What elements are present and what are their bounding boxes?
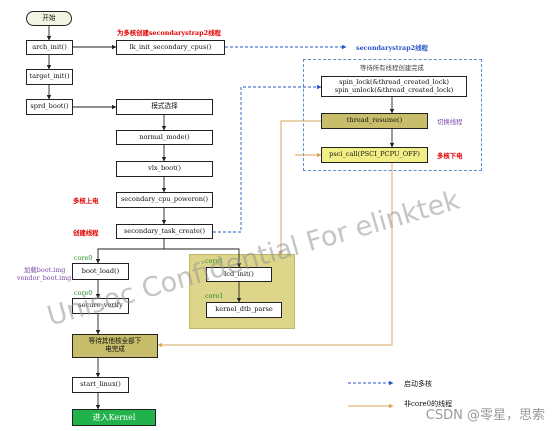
vlx-boot-node: vlx_boot() [116, 161, 213, 177]
spin-lock-label: spin_lock(&thread_created_lock) [339, 77, 449, 86]
csdn-credit: CSDN @零星，思索 [425, 408, 545, 423]
thread-resume-node: thread_resume() [321, 113, 428, 129]
create-secondarystrap2-note: 为多核创建secondarystrap2线程 [117, 29, 221, 37]
spin-lock-node: spin_lock(&thread_created_lock) spin_unl… [321, 76, 467, 97]
boot-load-node: boot_load() [72, 263, 129, 280]
secondary-task-create-node: secondary_task_create() [116, 224, 213, 239]
normal-mode-node: normal_mode() [116, 130, 213, 145]
target-init-node: target_init() [26, 69, 73, 85]
enter-kernel-node: 进入Kernel [72, 409, 156, 426]
spin-unlock-label: spin_unlock(&thread_created_lock) [334, 85, 454, 94]
wait-all-threads-note: 等待所有线程创建完成 [360, 64, 424, 72]
secondary-thread-frame [303, 59, 482, 171]
switch-thread-note: 切换线程 [437, 118, 463, 126]
multicore-power-up-note: 多核上电 [73, 197, 99, 205]
kernel-dtb-parse-node: kernel_dtb_parse [206, 302, 282, 318]
lk-init-secondary-cpus-node: lk_init_secondary_cpus() [116, 40, 225, 55]
secondary-cpu-poweron-node: secondary_cpu_poweron() [116, 192, 213, 208]
load-vendor-boot-img-note: vendor_boot.img [17, 274, 72, 282]
mode-select-node: 模式选择 [116, 99, 213, 115]
core0-label-b: core0 [74, 289, 93, 297]
multicore-power-down-note: 多核下电 [437, 152, 463, 160]
start-node: 开始 [26, 11, 72, 26]
secure-verify-node: secure_verify [72, 298, 129, 314]
start-linux-node: start_linux() [72, 377, 129, 393]
create-thread-note: 创建线程 [73, 229, 99, 237]
lcd-init-node: lcd_init() [206, 267, 272, 282]
psci-call-node: psci_call(PSCI_PCPU_OFF) [321, 147, 428, 163]
load-boot-img-note: 加载boot.img [24, 266, 66, 274]
wait-others-node: 等待其他核全部下电完成 [72, 334, 158, 358]
sprd-boot-node: sprd_boot() [26, 99, 73, 115]
core1-label-a: core1 [205, 257, 224, 265]
secondarystrap2-thread-note: secondarystrap2线程 [356, 44, 428, 52]
core1-label-b: core1 [205, 292, 224, 300]
arch-init-node: arch_init() [26, 40, 73, 55]
legend-solid-label: 非core0的线程 [404, 400, 453, 408]
core0-label-a: core0 [74, 254, 93, 262]
legend-dashed-label: 启动多核 [404, 380, 432, 388]
